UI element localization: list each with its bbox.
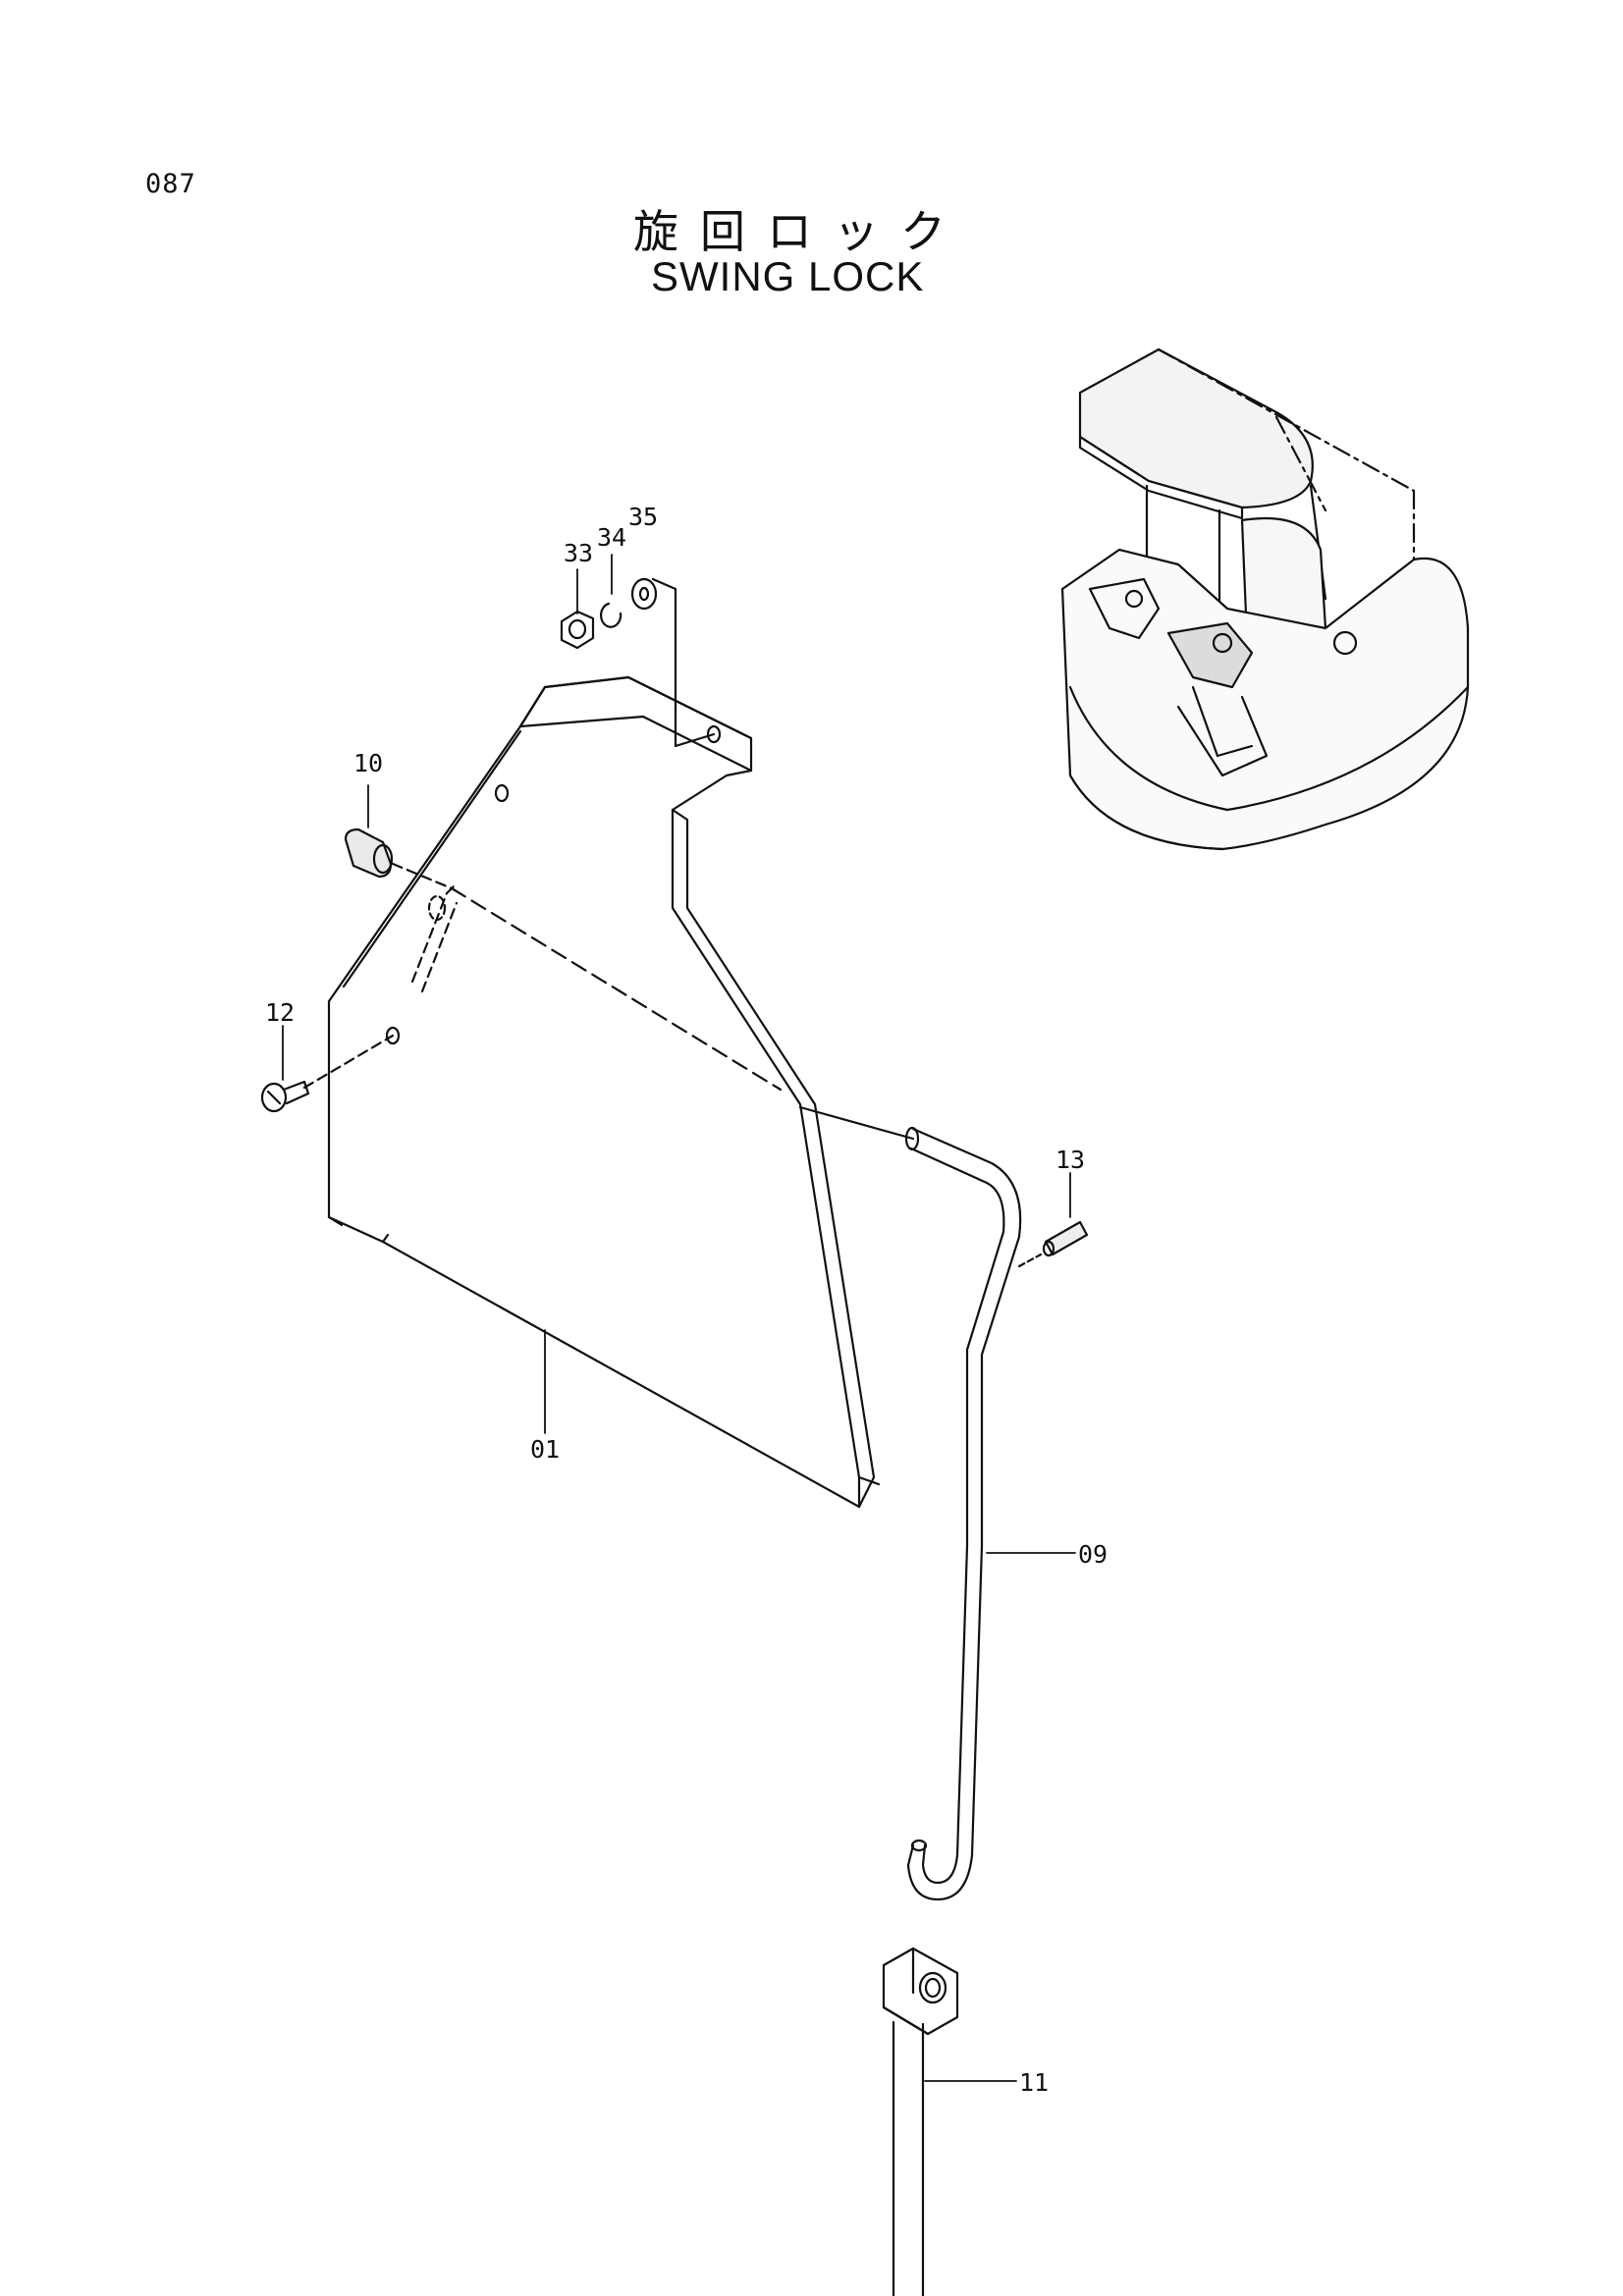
callout-10: 10 — [353, 749, 383, 777]
page-number: 087 — [145, 169, 196, 199]
callout-01: 01 — [530, 1435, 560, 1464]
title-english: SWING LOCK — [651, 253, 925, 299]
lock-pin-part-11 — [882, 1947, 959, 2296]
spring-pin-part-13 — [1042, 1220, 1089, 1257]
callout-35: 35 — [628, 503, 658, 531]
callout-34: 34 — [597, 523, 626, 552]
screw-part-12 — [260, 1080, 310, 1113]
callout-leader-lines — [282, 554, 1076, 2082]
nut-part-33 — [560, 610, 595, 650]
washer-part-35 — [630, 577, 658, 611]
callout-11: 11 — [1019, 2068, 1049, 2097]
lock-rod-part-09 — [904, 1126, 1022, 1901]
lock-washer-part-34 — [600, 602, 622, 628]
title-japanese: 旋回ロック — [633, 205, 967, 258]
cushion-part-10 — [344, 828, 394, 879]
machine-overview-illustration — [1060, 347, 1470, 851]
callout-33: 33 — [564, 539, 593, 567]
cover-plate-part-01 — [327, 675, 881, 1509]
callout-12: 12 — [265, 998, 295, 1027]
callout-13: 13 — [1055, 1146, 1085, 1174]
callout-09: 09 — [1078, 1540, 1108, 1569]
